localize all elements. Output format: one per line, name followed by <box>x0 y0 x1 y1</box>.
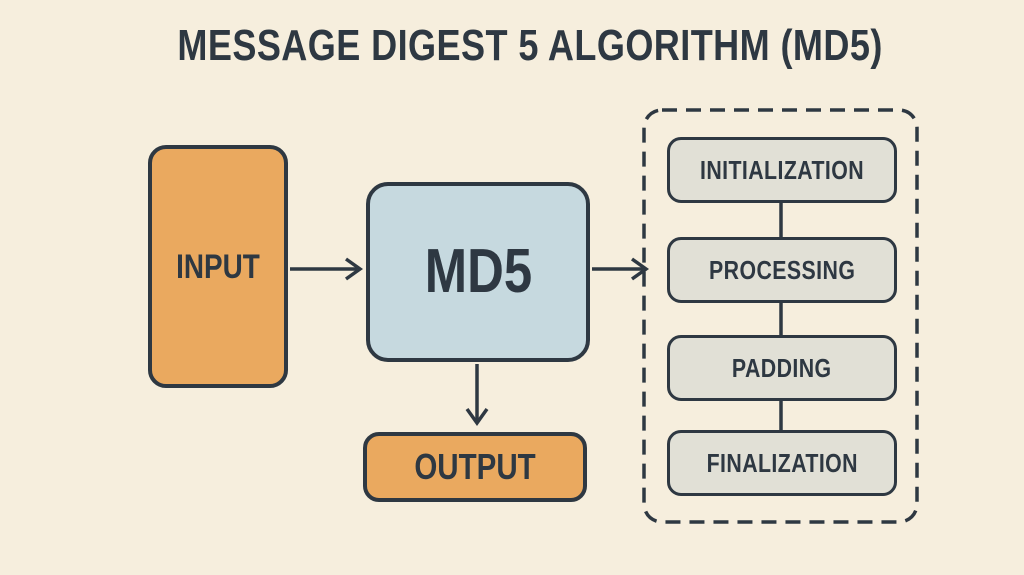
arrow-input-to-md5 <box>290 257 364 281</box>
output-node: OUTPUT <box>363 432 587 502</box>
arrow-md5-to-stages <box>592 257 650 281</box>
arrow-md5-to-output <box>465 364 489 427</box>
stage-box-finalization: FINALIZATION <box>667 430 897 496</box>
arrowhead-right-icon <box>344 257 364 281</box>
arrowhead-down-icon <box>465 407 489 427</box>
output-node-label: OUTPUT <box>414 446 536 487</box>
diagram-title: MESSAGE DIGEST 5 ALGORITHM (MD5) <box>0 24 1024 68</box>
diagram-title-text: MESSAGE DIGEST 5 ALGORITHM (MD5) <box>177 21 883 70</box>
input-node: INPUT <box>148 145 288 388</box>
stage-box-padding: PADDING <box>667 335 897 401</box>
stage-box-processing: PROCESSING <box>667 237 897 303</box>
stage-label: FINALIZATION <box>706 448 858 478</box>
stage-label: INITIALIZATION <box>699 155 865 185</box>
arrowhead-right-icon <box>630 257 650 281</box>
md5-node: MD5 <box>366 182 590 362</box>
input-node-label: INPUT <box>176 247 260 286</box>
stage-label: PADDING <box>732 353 832 383</box>
stage-label: PROCESSING <box>708 255 856 285</box>
stage-box-initialization: INITIALIZATION <box>667 137 897 203</box>
md5-node-label: MD5 <box>424 237 532 306</box>
